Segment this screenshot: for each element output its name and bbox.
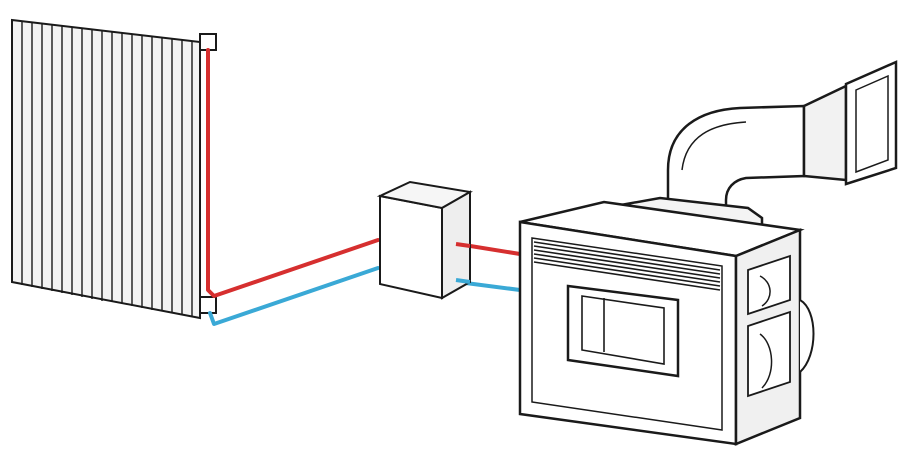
radiator-fins [21,22,193,316]
flue-adapter [802,84,848,182]
supply-pipe [206,48,380,298]
radiator-bottom-valve [199,296,217,314]
flue-inner-curve [681,121,747,171]
flue-terminal-inner [855,74,889,174]
stove-side-fan-top [759,275,771,307]
radiator-panel [11,18,201,320]
connection-box [376,180,473,300]
radiator-top-valve [199,33,217,51]
radiator [11,18,217,320]
stove-side-opening-bottom [747,310,791,398]
stove-side-fan-bottom [759,333,773,389]
box-blue-stub [455,278,471,284]
pipes [206,48,522,326]
box-red-stub [455,242,471,248]
flue-riser [666,104,806,214]
box-front [379,194,443,300]
stove-vent-grille [533,241,721,291]
stove-door-glass [581,295,665,365]
boiler-stove [518,196,815,446]
stove-fan-housing [799,299,815,373]
return-pipe [208,266,380,326]
flue-pipe [666,60,898,214]
